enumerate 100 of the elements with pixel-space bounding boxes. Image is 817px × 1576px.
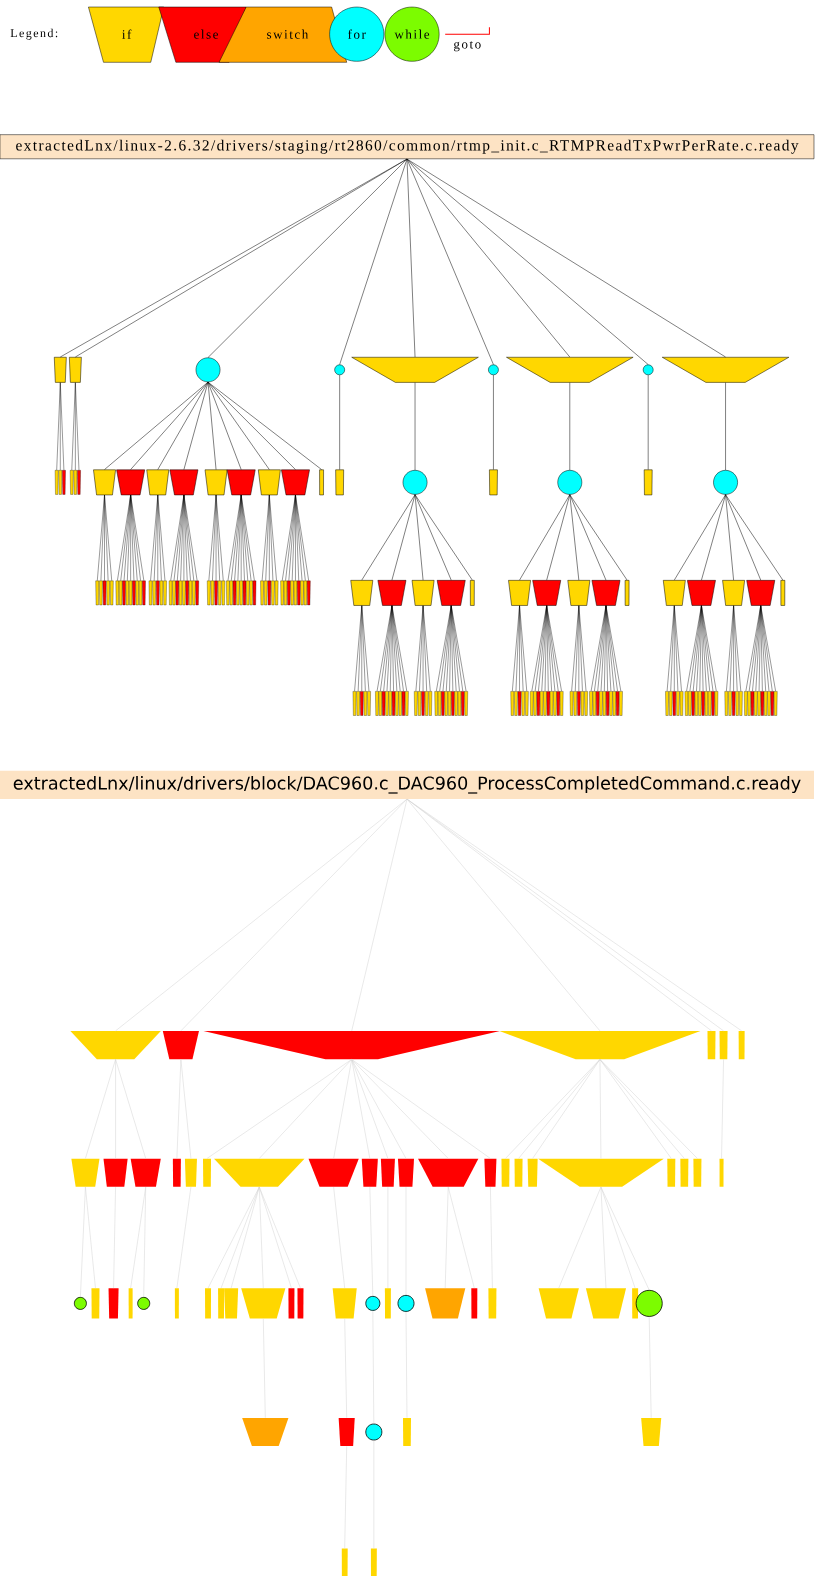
connector-line (369, 1186, 374, 1297)
trapezoid-node (663, 580, 686, 606)
trapezoid-node (288, 1288, 295, 1319)
connector-line (600, 1186, 607, 1289)
trapezoid-node (91, 1288, 100, 1319)
trapezoid-node (370, 1548, 377, 1576)
connector-line (183, 381, 209, 470)
connector-line (339, 374, 340, 470)
connector-line (176, 1186, 192, 1289)
connector-line (569, 382, 571, 471)
connector-line (259, 1186, 292, 1289)
trapezoid-node (680, 1158, 689, 1187)
trapezoid-node (532, 580, 561, 606)
connector-line (414, 494, 424, 581)
trapezoid-node (308, 1158, 359, 1187)
trapezoid-node (241, 1288, 286, 1319)
connector-line (558, 1186, 602, 1289)
trapezoid-node (567, 580, 591, 606)
connector-line (406, 158, 571, 358)
connector-line (725, 494, 761, 581)
trapezoid-node (425, 1288, 466, 1319)
legend-key: switch (218, 6, 347, 63)
connector-line (406, 158, 494, 365)
connector-line (701, 494, 726, 581)
circle-node (397, 1294, 415, 1312)
trapezoid-node (108, 1288, 119, 1319)
connector-line (104, 381, 209, 470)
circle-node (635, 1289, 663, 1317)
trapezoid-node (172, 1158, 181, 1187)
trapezoid-node (738, 1031, 745, 1060)
trapezoid-node (397, 1158, 415, 1187)
trapezoid-node (501, 1158, 510, 1187)
trapezoid-node (488, 1288, 497, 1319)
trapezoid-node (332, 1288, 357, 1319)
trapezoid-node (169, 469, 199, 496)
connector-line (351, 798, 408, 1032)
trapezoid-node (624, 580, 630, 606)
connector-line (351, 1059, 371, 1159)
connector-line (647, 374, 649, 470)
connector-line (180, 798, 408, 1032)
connector-line (351, 1059, 389, 1159)
connector-line (391, 494, 416, 581)
trapezoid-node (128, 1288, 133, 1319)
connector-line (361, 494, 416, 581)
trapezoid-node (489, 469, 498, 496)
trapezoid-node (667, 1158, 676, 1187)
title-box: extractedLnx/linux-2.6.32/drivers/staging/rt2860/common/rtmp_init.c_RTMPReadTxPwrPerRate.c.ready (0, 134, 815, 160)
connector-line (351, 1059, 449, 1159)
connector-line (207, 158, 408, 358)
trapezoid-node (319, 469, 324, 496)
trapezoid-node (506, 357, 634, 383)
connector-line (546, 494, 571, 581)
trapezoid-node (93, 469, 116, 496)
trapezoid-node (205, 1288, 212, 1319)
circle-node (402, 470, 428, 495)
trapezoid-node (174, 1288, 179, 1319)
connector-line (115, 1059, 146, 1159)
title-box: extractedLnx/linux/drivers/block/DAC960.c_DAC960_ProcessCompletedCommand.c.ready (0, 770, 814, 799)
trapezoid-node (641, 1417, 662, 1447)
trapezoid-node (204, 469, 228, 496)
connector-line (207, 1186, 260, 1289)
label-text: Legend: (10, 28, 58, 40)
connector-line (130, 381, 209, 470)
trapezoid-node (585, 1288, 627, 1319)
trapezoid-node (693, 1158, 702, 1187)
circle-node (557, 470, 583, 495)
trapezoid-node (662, 357, 790, 383)
connector-line (493, 374, 494, 470)
trapezoid-node (527, 1158, 538, 1187)
connector-line (207, 381, 322, 470)
trapezoid-node (780, 580, 786, 606)
trapezoid-node (643, 469, 653, 496)
connector-line (157, 381, 209, 470)
trapezoid-node (226, 469, 256, 496)
trapezoid-node (184, 1158, 197, 1187)
trapezoid-node (746, 580, 776, 606)
trapezoid-node (70, 1031, 161, 1060)
trapezoid-node (146, 469, 170, 496)
connector-line (569, 494, 628, 581)
trapezoid-node (258, 469, 281, 496)
connector-line (532, 1059, 601, 1159)
legend-key: for (329, 6, 385, 62)
connector-line (180, 1059, 192, 1159)
connector-line (206, 1059, 352, 1159)
legend-key: if (88, 6, 165, 63)
trapezoid-node (214, 1158, 305, 1187)
connector-line (599, 1059, 672, 1159)
trapezoid-node (411, 580, 435, 606)
trapezoid-node (350, 580, 374, 606)
connector-line (85, 1059, 116, 1159)
connector-line (406, 798, 601, 1032)
connector-line (207, 381, 270, 470)
connector-line (414, 494, 473, 581)
trapezoid-node (218, 1288, 225, 1319)
connector-line (519, 494, 571, 581)
trapezoid-node (384, 1288, 391, 1319)
connector-line (444, 1186, 449, 1289)
connector-line (207, 381, 217, 470)
connector-line (259, 1186, 301, 1289)
trapezoid-node (402, 1417, 411, 1447)
